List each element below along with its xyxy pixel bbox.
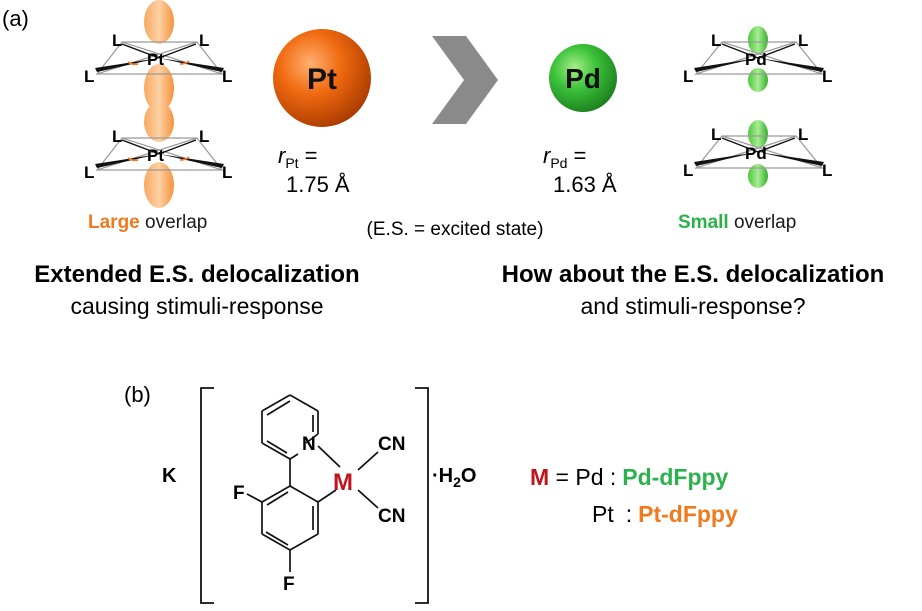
pd-bottom-metal: Pd (745, 144, 767, 163)
pd-top-ligand-tl: L (711, 31, 721, 50)
pt-complex-top (95, 41, 224, 76)
pd-radius-value: 1.63 Å (553, 172, 617, 197)
legend-line-pd: M = Pd :Pd-dFppy (530, 464, 729, 490)
pd-radius-symbol: r (543, 143, 552, 168)
pyridine-nitrogen: N (302, 434, 316, 455)
hydrate-dot-h: ·H (432, 465, 453, 487)
pd-radius-label: rPd = (543, 143, 586, 171)
pd-atom-sphere (549, 44, 617, 112)
panel-a-label: (a) (2, 6, 29, 31)
pd-overlap-caption: Small overlap (678, 212, 796, 233)
pd-radius-sub: Pd (550, 155, 567, 171)
pd-sphere-label: Pd (565, 63, 601, 94)
pd-bottom-ligand-br: L (822, 161, 832, 180)
pt-bottom-ligand-bl: L (84, 163, 94, 182)
pt-complex-bottom (95, 137, 224, 172)
pt-atom-sphere (273, 29, 371, 127)
molecular-structure (246, 394, 379, 572)
legend-m: M (530, 464, 549, 490)
right-subheading: and stimuli-response? (580, 293, 805, 319)
legend-eq: = Pd : (549, 464, 616, 490)
legend-pt: Pt (592, 501, 614, 527)
cyanide-upper: CN (378, 434, 405, 455)
pt-top-ligand-bl: L (84, 67, 94, 86)
pd-bottom-ligand-tr: L (798, 125, 808, 144)
pt-overlap-caption: Large overlap (88, 212, 207, 233)
central-metal: M (333, 469, 353, 496)
pd-top-ligand-tr: L (798, 31, 808, 50)
pd-top-ligand-br: L (822, 67, 832, 86)
pd-bottom-ligand-bl: L (683, 161, 693, 180)
pt-radius-sub: Pt (285, 155, 298, 171)
pt-top-ligand-br: L (222, 67, 232, 86)
pd-overlap-rest: overlap (729, 212, 797, 233)
pd-top-ligand-bl: L (683, 67, 693, 86)
pd-bottom-ligand-tl: L (711, 125, 721, 144)
pd-complex-bottom (694, 135, 824, 170)
excited-state-note: (E.S. = excited state) (367, 219, 544, 240)
pd-top-metal: Pd (745, 50, 767, 69)
legend-line-pt: Pt:Pt-dFppy (592, 501, 738, 527)
hydrate-o: O (461, 465, 477, 487)
counter-ion: K (162, 465, 177, 487)
fluorine-lower: F (283, 574, 295, 595)
pt-sphere-label: Pt (307, 63, 337, 96)
pt-bottom-ligand-br: L (222, 163, 232, 182)
pt-top-ligand-tl: L (112, 31, 122, 50)
pt-orbital-stack (144, 0, 174, 208)
pt-overlap-rest: overlap (140, 212, 208, 233)
pt-radius-symbol: r (278, 143, 287, 168)
chevron-greater-than-icon (432, 36, 498, 124)
pt-overlap-word: Large (88, 212, 140, 233)
pt-top-metal: Pt (147, 50, 164, 69)
left-bracket (200, 387, 214, 604)
legend-colon: : (626, 501, 632, 527)
right-bracket (415, 387, 429, 604)
pd-complex-top (694, 41, 824, 76)
pt-top-ligand-tr: L (199, 31, 209, 50)
pt-bottom-ligand-tl: L (112, 127, 122, 146)
left-subheading: causing stimuli-response (70, 293, 323, 319)
pt-bottom-ligand-tr: L (199, 127, 209, 146)
pt-radius-label: rPt = (278, 143, 317, 171)
legend-pt-name: Pt-dFppy (638, 501, 738, 527)
pt-radius-eq: = (305, 143, 318, 168)
pd-radius-eq: = (573, 143, 586, 168)
legend-pd-name: Pd-dFppy (622, 464, 728, 490)
hydrate-sub: 2 (453, 474, 461, 490)
pd-overlap-word: Small (678, 212, 729, 233)
fluorine-upper: F (233, 483, 245, 504)
hydrate-label: ·H2O (432, 465, 476, 490)
right-heading: How about the E.S. delocalization (502, 261, 885, 288)
cyanide-lower: CN (378, 506, 405, 527)
pt-radius-value: 1.75 Å (286, 172, 350, 197)
left-heading: Extended E.S. delocalization (34, 261, 359, 288)
pt-bottom-metal: Pt (147, 146, 164, 165)
panel-b-label: (b) (124, 382, 151, 407)
